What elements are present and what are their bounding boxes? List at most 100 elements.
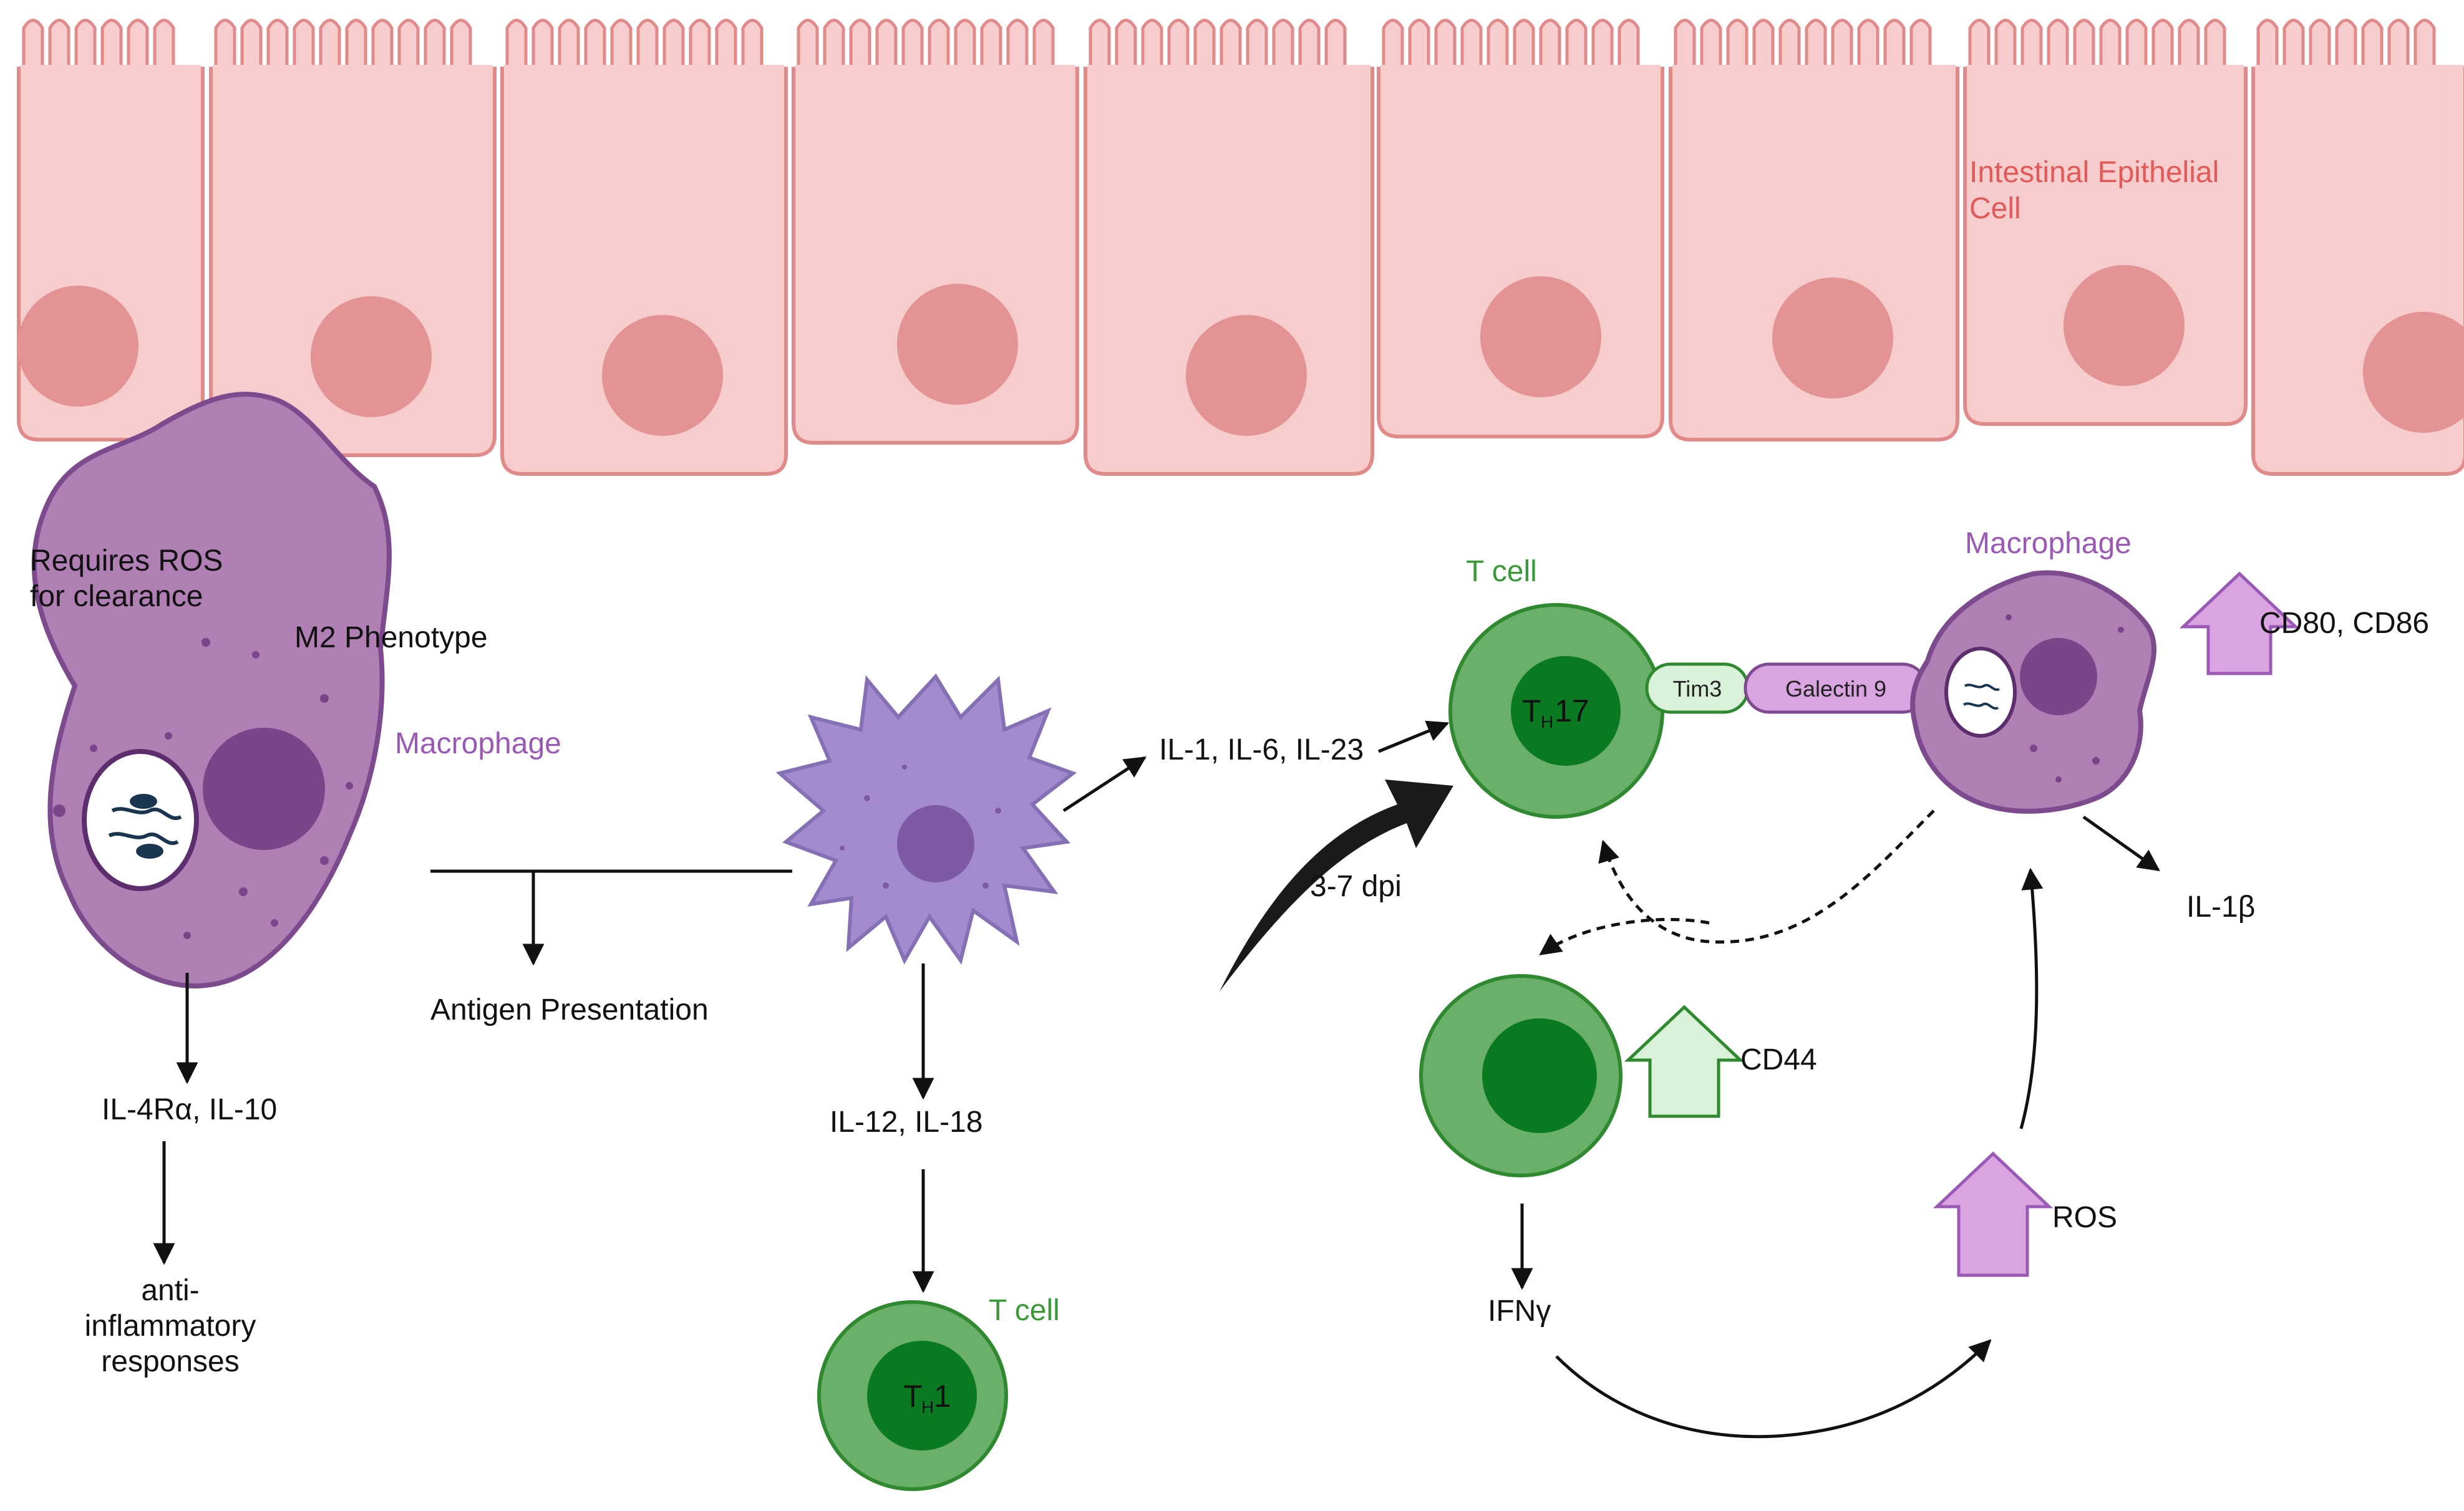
m2-phenotype-label: M2 Phenotype xyxy=(294,621,488,654)
microvillus xyxy=(319,19,341,72)
microvillus xyxy=(1994,19,2017,72)
microvillus xyxy=(153,19,175,72)
il1-il6-il23-label: IL-1, IL-6, IL-23 xyxy=(1159,733,1364,766)
microvillus xyxy=(1674,19,1696,72)
epithelial-nucleus xyxy=(2363,312,2464,433)
galectin9-label: Galectin 9 xyxy=(1785,676,1886,702)
ros-note-line2: for clearance xyxy=(30,580,203,613)
il4-il10-label: IL-4Rα, IL-10 xyxy=(102,1093,277,1126)
microvillus xyxy=(22,19,44,72)
m2-macrophage xyxy=(31,392,392,989)
microvillus xyxy=(397,19,420,72)
microvillus xyxy=(1968,19,1991,72)
th1-main: T xyxy=(903,1379,923,1414)
microvillus xyxy=(214,19,236,72)
bacteria-small-icon xyxy=(1964,683,2000,691)
antigen-presentation-label: Antigen Presentation xyxy=(430,993,709,1026)
microvillus xyxy=(1883,19,1906,72)
microvillus xyxy=(1246,19,1268,72)
cd80-cd86-label: CD80, CD86 xyxy=(2259,607,2429,640)
microvillus xyxy=(1487,19,1509,72)
microvillus xyxy=(48,19,70,72)
microvillus xyxy=(1909,19,1932,72)
cd44-label: CD44 xyxy=(1740,1043,1817,1076)
microvillus xyxy=(1434,19,1457,72)
microvillus xyxy=(1460,19,1483,72)
bacteria-icon xyxy=(108,794,182,859)
microvillus xyxy=(2073,19,2095,72)
th1-t-cell: T H 1 xyxy=(817,1300,1008,1491)
microvillus xyxy=(1752,19,1775,72)
microvillus xyxy=(1857,19,1880,72)
ros-up-arrow-icon xyxy=(1933,1151,2054,1277)
epithelial-nucleus xyxy=(311,296,432,417)
microvillus xyxy=(1032,19,1055,72)
microvillus xyxy=(1565,19,1588,72)
microvillus xyxy=(2020,19,2043,72)
th1-num: 1 xyxy=(934,1379,951,1414)
microvillus xyxy=(610,19,633,72)
microvillus xyxy=(450,19,472,72)
microvillus xyxy=(2335,19,2357,72)
microvillus xyxy=(371,19,394,72)
microvillus xyxy=(928,19,950,72)
th17-t-cell: T H 17 xyxy=(1448,603,1664,819)
microvillus xyxy=(1193,19,1216,72)
microvillus xyxy=(2413,19,2436,72)
microvillus xyxy=(980,19,1002,72)
microvillus xyxy=(127,19,149,72)
epithelial-nucleus xyxy=(602,315,723,436)
il1b-label: IL-1β xyxy=(2186,891,2255,924)
microvillus xyxy=(1324,19,1347,72)
epithelial-cell-label-line2: Cell xyxy=(1969,192,2021,225)
arrow-to-il1-il6-il23 xyxy=(1062,756,1147,813)
epithelial-nucleus xyxy=(1772,278,1893,398)
epithelial-nucleus xyxy=(1480,276,1601,397)
microvillus xyxy=(2256,19,2279,72)
th17-tcell-label: T cell xyxy=(1466,555,1537,588)
il12-il18-label: IL-12, IL-18 xyxy=(830,1106,982,1139)
microvillus xyxy=(584,19,606,72)
microvillus xyxy=(1700,19,1722,72)
microvillus xyxy=(797,19,819,72)
th1-tcell-label: T cell xyxy=(989,1294,1060,1327)
dashed-arrow-to-th17 xyxy=(1598,809,1935,944)
microvillus xyxy=(875,19,898,72)
epithelial-nucleus xyxy=(1186,315,1307,436)
microvillus xyxy=(424,19,446,72)
microvillus xyxy=(1382,19,1404,72)
left-macrophage-label: Macrophage xyxy=(395,727,561,760)
microvillus xyxy=(1141,19,1163,72)
th17-main: T xyxy=(1522,693,1541,728)
microvillus xyxy=(689,19,711,72)
microvillus xyxy=(1115,19,1137,72)
microvillus xyxy=(1805,19,1827,72)
right-macrophage xyxy=(1910,570,2156,814)
microvillus xyxy=(715,19,737,72)
microvillus xyxy=(1831,19,1853,72)
microvillus xyxy=(662,19,685,72)
microvillus xyxy=(240,19,263,72)
microvillus xyxy=(1006,19,1029,72)
ros-label: ROS xyxy=(2052,1201,2117,1234)
epithelial-nucleus xyxy=(897,284,1018,405)
microvillus xyxy=(345,19,367,72)
arrow-to-il1b xyxy=(2082,815,2160,872)
microvillus xyxy=(823,19,845,72)
microvillus xyxy=(100,19,123,72)
microvillus xyxy=(1272,19,1294,72)
arrow-to-th17 xyxy=(1378,720,1450,753)
microvillus xyxy=(1539,19,1561,72)
microvillus xyxy=(954,19,976,72)
microvillus xyxy=(2204,19,2226,72)
dashed-arrow-to-cd44-cell xyxy=(1539,917,1710,956)
curved-arrow-to-ros xyxy=(1555,1339,1992,1439)
microvillus xyxy=(1591,19,1614,72)
microvillus xyxy=(1167,19,1190,72)
ifng-label: IFNγ xyxy=(1488,1295,1551,1328)
th1-sub: H xyxy=(921,1398,934,1417)
cd44-up-arrow-icon xyxy=(1624,1005,1745,1118)
microvillus xyxy=(2047,19,2069,72)
dendritic-cell xyxy=(775,673,1077,965)
